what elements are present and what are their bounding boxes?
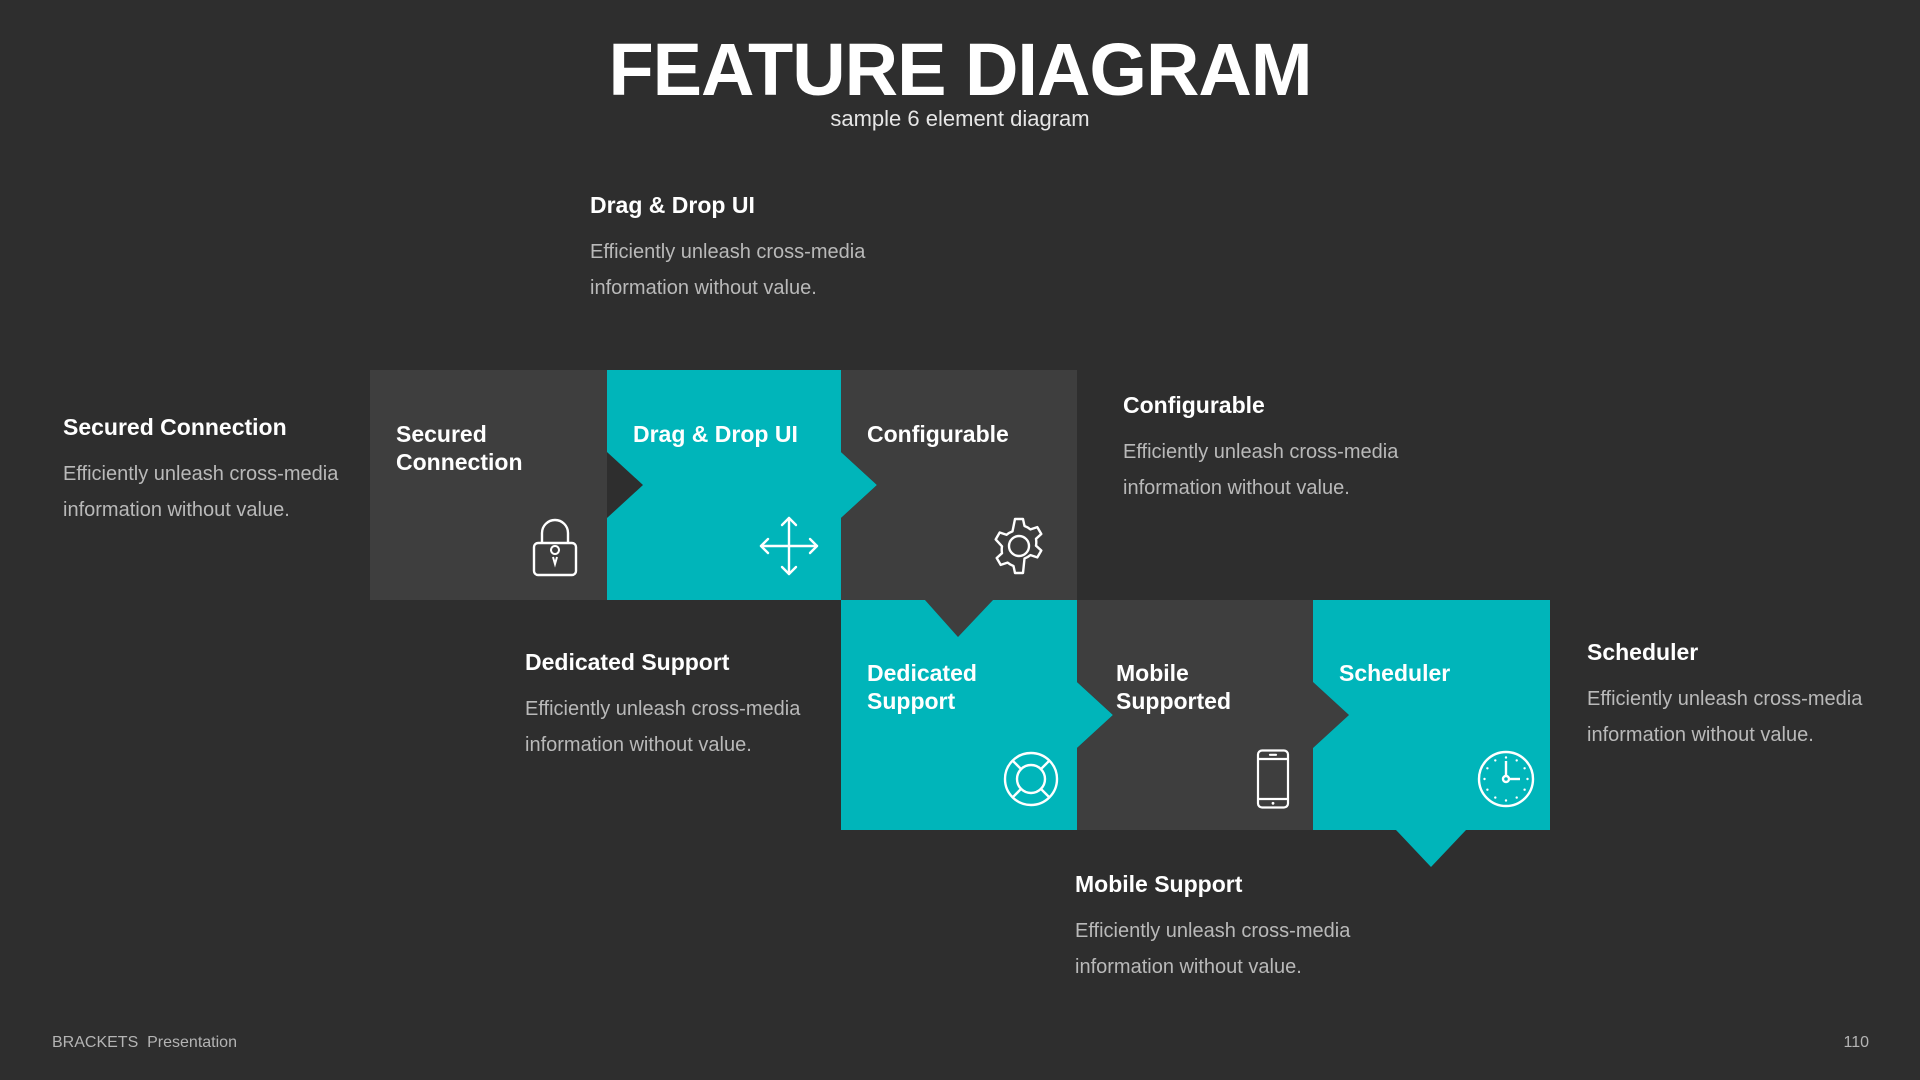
desc-body: Efficiently unleash cross-media informati… [1587, 681, 1920, 753]
desc-body: Efficiently unleash cross-media informati… [1075, 913, 1415, 985]
gear-icon [994, 517, 1043, 575]
box-secured-connection [370, 370, 607, 600]
desc-line: information without value. [525, 734, 752, 756]
box-label-drag-drop: Drag & Drop UI [633, 421, 798, 447]
desc-line: information without value. [1075, 956, 1302, 978]
desc-line: Efficiently unleash cross-media [590, 241, 866, 263]
desc-title: Mobile Support [1075, 871, 1243, 897]
box-label-scheduler: Scheduler [1339, 660, 1451, 686]
lifebuoy-icon [1003, 751, 1059, 807]
desc-line: Efficiently unleash cross-media [525, 698, 801, 720]
box-dedicated-support [841, 600, 1113, 830]
desc-line: information without value. [63, 499, 290, 521]
desc-body: Efficiently unleash cross-media informati… [1123, 434, 1463, 506]
box-label-secured-connection: Secured Connection [396, 421, 523, 475]
desc-title: Configurable [1123, 392, 1265, 418]
desc-line: Efficiently unleash cross-media [1587, 688, 1863, 710]
desc-title: Scheduler [1587, 639, 1699, 665]
desc-drag-drop: Drag & Drop UI Efficiently unleash cross… [590, 190, 930, 306]
box-label-dedicated-support: Dedicated Support [867, 660, 977, 714]
box-mobile-supported [1077, 600, 1349, 830]
desc-body: Efficiently unleash cross-media informati… [525, 691, 865, 763]
desc-title: Secured Connection [63, 414, 287, 440]
desc-line: information without value. [590, 277, 817, 299]
move-arrows-icon [759, 516, 819, 576]
desc-body: Efficiently unleash cross-media informati… [590, 234, 930, 306]
desc-dedicated-support: Dedicated Support Efficiently unleash cr… [525, 647, 865, 763]
box-label-configurable: Configurable [867, 421, 1009, 447]
page-subtitle: sample 6 element diagram [830, 106, 1090, 131]
desc-configurable: Configurable Efficiently unleash cross-m… [1123, 390, 1463, 506]
desc-line: Efficiently unleash cross-media [63, 463, 339, 485]
desc-title: Dedicated Support [525, 649, 730, 675]
desc-scheduler: Scheduler Efficiently unleash cross-medi… [1587, 637, 1920, 753]
box-configurable [841, 370, 1077, 637]
desc-line: information without value. [1123, 477, 1350, 499]
clock-icon [1477, 750, 1535, 808]
lock-icon [532, 518, 578, 577]
desc-mobile-support: Mobile Support Efficiently unleash cross… [1075, 869, 1415, 985]
box-scheduler [1313, 600, 1550, 867]
desc-line: Efficiently unleash cross-media [1075, 920, 1351, 942]
desc-line: Efficiently unleash cross-media [1123, 441, 1399, 463]
smartphone-icon [1256, 749, 1290, 809]
footer-brand: BRACKETS Presentation [52, 1034, 237, 1051]
desc-body: Efficiently unleash cross-media informati… [63, 456, 403, 528]
desc-line: information without value. [1587, 724, 1814, 746]
desc-title: Drag & Drop UI [590, 192, 755, 218]
page-title: FEATURE DIAGRAM [608, 28, 1312, 111]
box-drag-drop [607, 370, 877, 600]
box-label-mobile-supported: Mobile Supported [1116, 660, 1231, 714]
page-number: 110 [1843, 1034, 1869, 1051]
desc-secured-connection: Secured Connection Efficiently unleash c… [63, 412, 403, 528]
